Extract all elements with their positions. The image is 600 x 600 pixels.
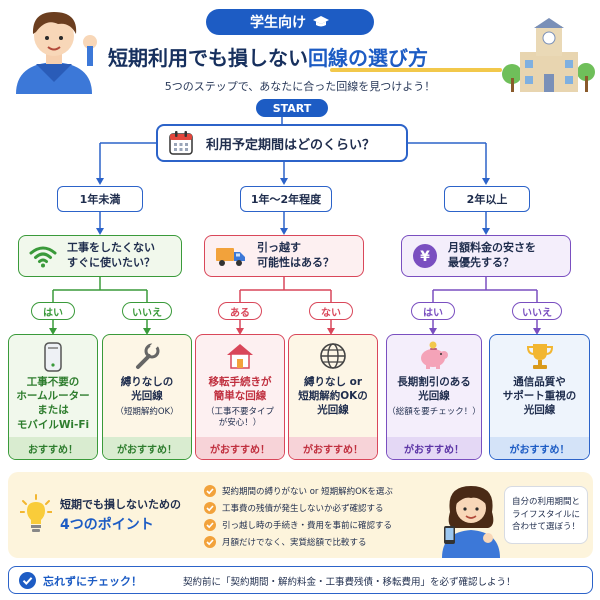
- check-circle-icon: [204, 535, 216, 548]
- result-easy-transfer: 移転手続きが 簡単な回線 （工事不要タイプ が安心！） がおすすめ！: [195, 334, 285, 460]
- trophy-icon: [526, 344, 553, 369]
- question-cheapest-monthly: ¥ 月額料金の安さを 最優先する？: [401, 235, 571, 277]
- point-item: 契約期間の縛りがない or 短期解約OKを選ぶ: [204, 482, 434, 499]
- result-short-term-ok-fiber: 縛りなし or 短期解約OKの 光回線 がおすすめ！: [288, 334, 378, 460]
- check-circle-icon: [19, 572, 36, 589]
- title-underline: [330, 68, 502, 72]
- yen-coin-icon: ¥: [413, 244, 437, 268]
- girl-with-phone-illustration: [442, 486, 500, 558]
- student-illustration: [6, 2, 102, 94]
- point-item: 月額だけでなく、実質総額で比較する: [204, 533, 434, 550]
- calendar-icon: [169, 131, 193, 155]
- point-item: 引っ越し時の手続き・費用を事前に確認する: [204, 516, 434, 533]
- reminder-label: 忘れずにチェック！: [43, 575, 142, 588]
- main-question-box: 利用予定期間はどのくらい？: [156, 124, 408, 162]
- duration-over-2-years: 2年以上: [444, 186, 530, 212]
- points-list: 契約期間の縛りがない or 短期解約OKを選ぶ 工事費の残債が発生しないか必ず確…: [204, 482, 434, 550]
- point-item: 工事費の残債が発生しないか必ず確認する: [204, 499, 434, 516]
- duration-1-to-2-years: 1年〜2年程度: [240, 186, 332, 212]
- check-circle-icon: [204, 501, 216, 514]
- reminder-banner: 忘れずにチェック！ 契約前に「契約期間・解約料金・工事費残債・移転費用」を必ず確…: [8, 566, 593, 594]
- duration-under-1-year: 1年未満: [57, 186, 143, 212]
- result-quality-support: 通信品質や サポート重視の 光回線 がおすすめ！: [489, 334, 590, 460]
- advice-bubble: 自分の利用期間と ライフスタイルに 合わせて選ぼう！: [504, 486, 588, 544]
- answer-no-green: いいえ: [122, 302, 172, 320]
- page-title: 短期利用でも損しない回線の選び方: [108, 46, 428, 70]
- result-long-term-discount: 長期割引のある 光回線 （総額を要チェック！） がおすすめ！: [386, 334, 482, 460]
- question-moving: 引っ越す 可能性はある？: [204, 235, 364, 277]
- piggy-bank-icon: [421, 341, 448, 369]
- points-heading-line1: 短期でも損しないための: [60, 498, 181, 511]
- question-no-construction: 工事をしたくない すぐに使いたい？: [18, 235, 182, 277]
- house-icon: [227, 344, 253, 369]
- reminder-text: 契約前に「契約期間・解約料金・工事費残債・移転費用」を必ず確認しよう！: [183, 577, 516, 588]
- school-building-illustration: [500, 18, 596, 94]
- answer-yes-red: ある: [218, 302, 262, 320]
- answer-yes-green: はい: [31, 302, 75, 320]
- wrench-icon: [136, 341, 160, 369]
- delivery-truck-icon: [216, 248, 245, 266]
- check-circle-icon: [204, 484, 216, 497]
- start-label: START: [256, 99, 328, 117]
- answer-no-red: ない: [309, 302, 353, 320]
- check-circle-icon: [204, 518, 216, 531]
- graduation-cap-icon: [313, 16, 329, 27]
- lightbulb-icon: [20, 494, 52, 532]
- svg-text:¥: ¥: [420, 249, 430, 265]
- answer-no-purple: いいえ: [512, 302, 562, 320]
- points-panel: 短期でも損しないための 4つのポイント 契約期間の縛りがない or 短期解約OK…: [8, 472, 593, 558]
- answer-yes-purple: はい: [411, 302, 455, 320]
- main-question-text: 利用予定期間はどのくらい？: [206, 137, 376, 153]
- home-router-icon: [44, 342, 62, 372]
- wifi-icon: [29, 246, 57, 268]
- student-badge: 学生向け: [206, 9, 374, 35]
- result-no-contract-fiber: 縛りなしの 光回線 （短期解約OK） がおすすめ！: [102, 334, 192, 460]
- result-home-router: 工事不要の ホームルーター または モバイルWi-Fi おすすめ！: [8, 334, 98, 460]
- points-heading-line2: 4つのポイント: [60, 517, 154, 533]
- globe-icon: [320, 343, 346, 369]
- subtitle: 5つのステップで、あなたに合った回線を見つけよう！: [164, 80, 436, 93]
